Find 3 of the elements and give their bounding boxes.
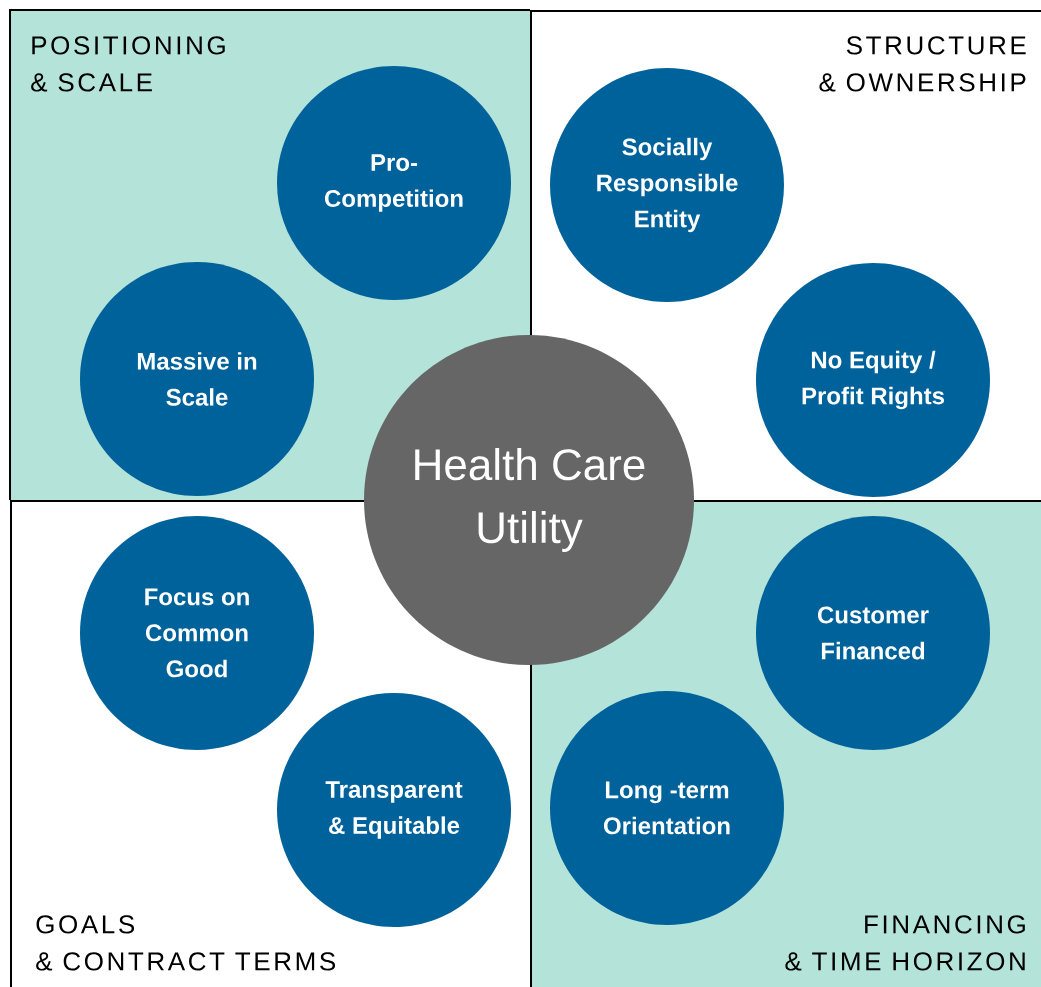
panel-heading: FINANCING & TIME HORIZON — [785, 915, 1025, 971]
panel-heading: STRUCTURE & OWNERSHIP — [819, 36, 1026, 92]
panel-heading: POSITIONING & SCALE — [31, 36, 225, 92]
